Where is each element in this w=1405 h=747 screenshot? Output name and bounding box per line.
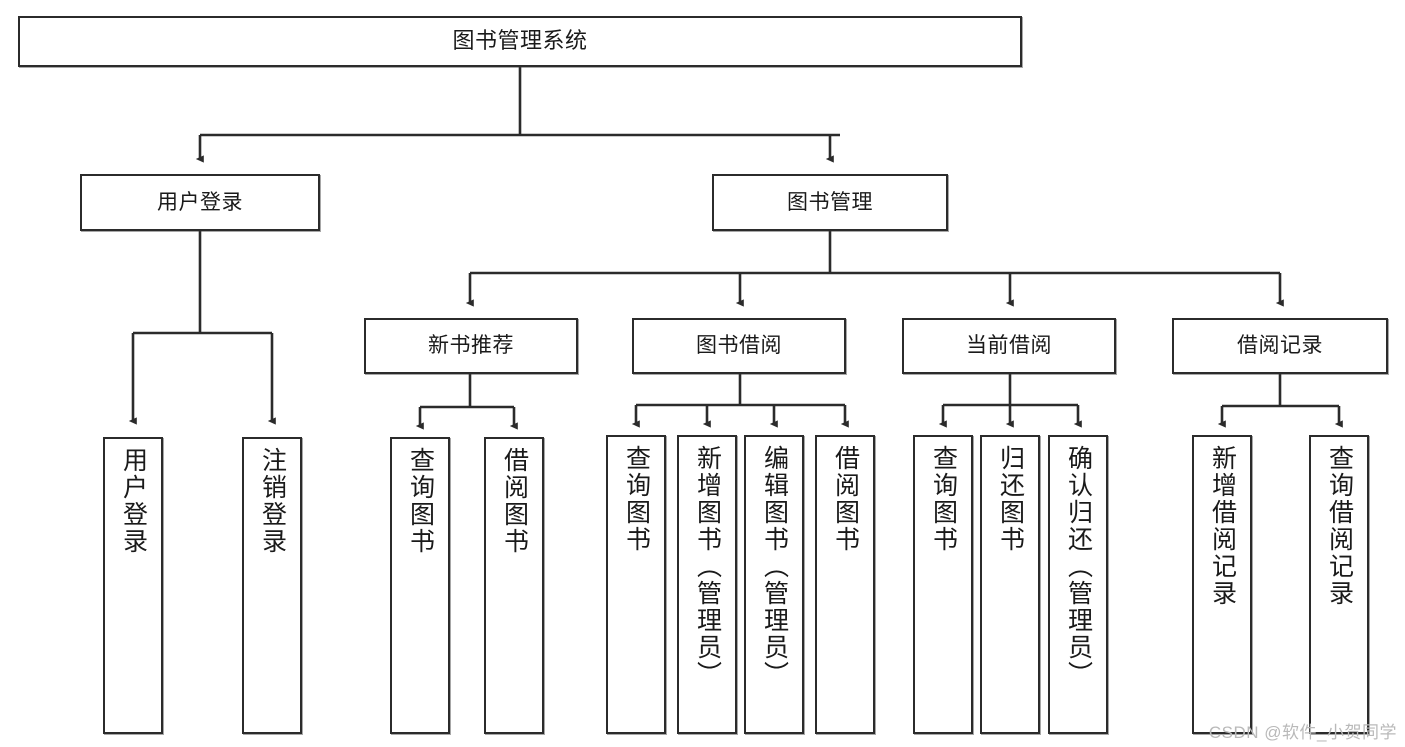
leaf-new-book-query-books[interactable]: 查询图书: [390, 437, 450, 734]
node-label: 查询借阅记录: [1325, 445, 1354, 607]
leaf-current-confirm-return-admin[interactable]: 确认归还（管理员）: [1048, 435, 1108, 734]
node-current-borrowing[interactable]: 当前借阅: [902, 318, 1116, 374]
node-label: 图书管理: [787, 190, 873, 214]
node-label: 查询图书: [406, 447, 435, 555]
node-label: 用户登录: [119, 447, 148, 555]
node-label: 注销登录: [258, 447, 287, 555]
leaf-borrow-borrow-books[interactable]: 借阅图书: [815, 435, 875, 734]
leaf-new-book-borrow-books[interactable]: 借阅图书: [484, 437, 544, 734]
leaf-user-login-signout[interactable]: 注销登录: [242, 437, 302, 734]
node-label: 借阅图书: [831, 445, 860, 553]
leaf-current-return-books[interactable]: 归还图书: [980, 435, 1040, 734]
node-label: 新增图书（管理员）: [693, 445, 722, 688]
node-label: 归还图书: [996, 445, 1025, 553]
node-new-book-recommendation[interactable]: 新书推荐: [364, 318, 578, 374]
node-label: 借阅图书: [500, 447, 529, 555]
node-label: 新增借阅记录: [1208, 445, 1237, 607]
node-book-management[interactable]: 图书管理: [712, 174, 948, 231]
node-label: 当前借阅: [966, 334, 1052, 358]
node-label: 确认归还（管理员）: [1064, 445, 1093, 688]
leaf-records-add-record[interactable]: 新增借阅记录: [1192, 435, 1252, 734]
node-label: 图书借阅: [696, 334, 782, 358]
csdn-watermark: CSDN @软件_小贺同学: [1208, 723, 1397, 742]
leaf-records-query-record[interactable]: 查询借阅记录: [1309, 435, 1369, 734]
node-label: 编辑图书（管理员）: [760, 445, 789, 688]
leaf-borrow-query-books[interactable]: 查询图书: [606, 435, 666, 734]
node-label: 图书管理系统: [452, 28, 588, 54]
node-book-borrowing[interactable]: 图书借阅: [632, 318, 846, 374]
node-label: 查询图书: [622, 445, 651, 553]
node-label: 用户登录: [157, 190, 243, 214]
node-label: 借阅记录: [1237, 334, 1323, 358]
leaf-current-query-books[interactable]: 查询图书: [913, 435, 973, 734]
leaf-borrow-edit-book-admin[interactable]: 编辑图书（管理员）: [744, 435, 804, 734]
leaf-user-login-signin[interactable]: 用户登录: [103, 437, 163, 734]
node-label: 新书推荐: [428, 334, 514, 358]
node-borrowing-records[interactable]: 借阅记录: [1172, 318, 1388, 374]
node-root-book-management-system[interactable]: 图书管理系统: [18, 16, 1022, 67]
node-user-login[interactable]: 用户登录: [80, 174, 320, 231]
leaf-borrow-add-book-admin[interactable]: 新增图书（管理员）: [677, 435, 737, 734]
node-label: 查询图书: [929, 445, 958, 553]
